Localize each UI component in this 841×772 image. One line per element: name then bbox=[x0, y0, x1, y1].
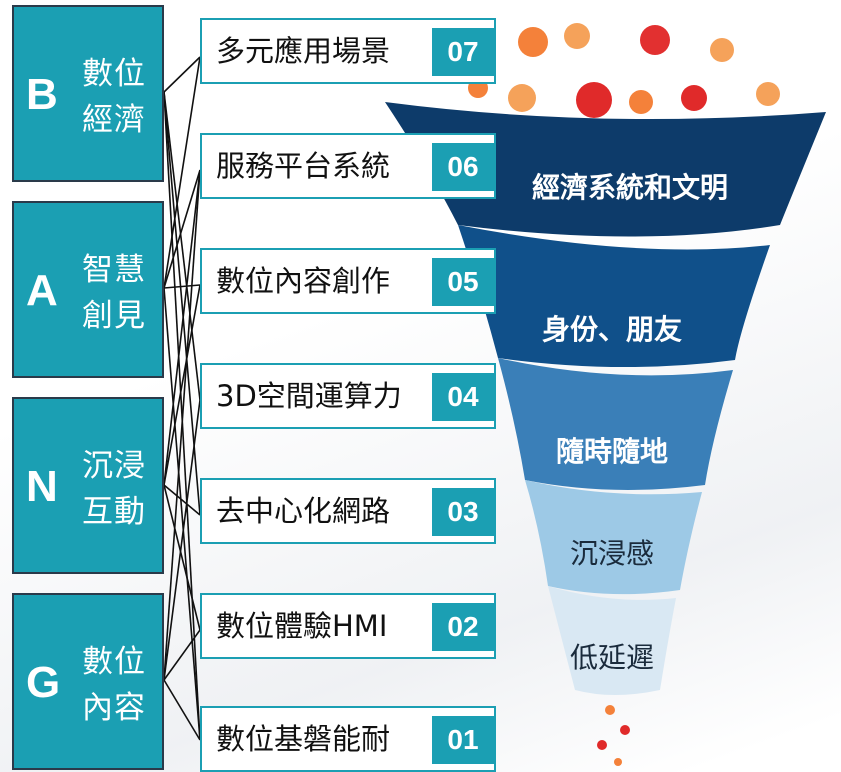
connector-line bbox=[163, 287, 201, 741]
dot-orange bbox=[629, 90, 653, 114]
dot-orange bbox=[756, 82, 780, 106]
category-box-a: A 智慧創見 bbox=[12, 201, 164, 378]
dot-red bbox=[576, 82, 612, 118]
connector-line bbox=[163, 399, 201, 681]
category-letter: A bbox=[26, 266, 58, 315]
dot-orange bbox=[614, 758, 622, 766]
connector-line bbox=[163, 484, 201, 631]
item-label: 服務平台系統 bbox=[216, 149, 391, 183]
item-box-04: 3D空間運算力 04 bbox=[200, 363, 496, 429]
connector-line bbox=[163, 56, 201, 289]
dot-orange bbox=[605, 705, 615, 715]
funnel-label-latency: 低延遲 bbox=[569, 641, 654, 674]
dot-red bbox=[681, 85, 707, 111]
funnel-layer-3 bbox=[498, 358, 733, 490]
item-box-01: 數位基磐能耐 01 bbox=[200, 706, 496, 772]
connector-line bbox=[163, 56, 201, 93]
connector-line bbox=[163, 679, 201, 741]
item-number: 05 bbox=[432, 258, 494, 306]
category-letter: G bbox=[26, 658, 61, 707]
connector-line bbox=[163, 629, 201, 681]
dot-red bbox=[597, 740, 607, 750]
item-label: 多元應用場景 bbox=[216, 34, 391, 68]
funnel-layer-4 bbox=[525, 480, 702, 595]
funnel-label-economy: 經濟系統和文明 bbox=[531, 171, 728, 204]
category-box-g: G 數位內容 bbox=[12, 593, 164, 770]
item-box-06: 服務平台系統 06 bbox=[200, 133, 496, 199]
category-letter: N bbox=[26, 462, 58, 511]
item-number: 06 bbox=[432, 143, 494, 191]
item-box-07: 多元應用場景 07 bbox=[200, 18, 496, 84]
funnel-layer-5 bbox=[548, 586, 676, 695]
dot-orange bbox=[518, 27, 548, 57]
funnel-label-identity: 身份、朋友 bbox=[541, 313, 682, 346]
connector-line bbox=[163, 91, 201, 401]
item-number: 04 bbox=[432, 373, 494, 421]
category-box-n: N 沉浸互動 bbox=[12, 397, 164, 574]
category-name: 數位內容 bbox=[82, 644, 146, 726]
item-box-02: 數位體驗HMI 02 bbox=[200, 593, 496, 659]
item-label: 數位基磐能耐 bbox=[216, 722, 391, 756]
item-number: 01 bbox=[432, 716, 494, 764]
item-label: 3D空間運算力 bbox=[216, 379, 402, 413]
item-box-03: 去中心化網路 03 bbox=[200, 478, 496, 544]
item-label: 去中心化網路 bbox=[216, 494, 391, 528]
item-box-05: 數位內容創作 05 bbox=[200, 248, 496, 314]
category-letter: B bbox=[26, 70, 58, 119]
funnel-label-immersion: 沉浸感 bbox=[569, 537, 654, 570]
connector-line bbox=[163, 169, 201, 289]
connector-line bbox=[163, 169, 201, 681]
connector-line bbox=[163, 284, 201, 486]
category-box-b: B 數位經濟 bbox=[12, 5, 164, 182]
funnel-dots bbox=[468, 23, 780, 766]
item-label: 數位體驗HMI bbox=[216, 609, 388, 643]
item-label: 數位內容創作 bbox=[216, 264, 391, 298]
connector-line bbox=[163, 169, 201, 486]
item-number: 03 bbox=[432, 488, 494, 536]
dot-orange bbox=[710, 38, 734, 62]
funnel-label-anytime: 隨時隨地 bbox=[555, 435, 668, 468]
category-name: 數位經濟 bbox=[82, 56, 146, 138]
dot-orange bbox=[564, 23, 590, 49]
category-name: 智慧創見 bbox=[82, 252, 146, 334]
category-name: 沉浸互動 bbox=[82, 448, 146, 530]
dot-red bbox=[640, 25, 670, 55]
funnel-layer-2 bbox=[458, 225, 770, 368]
connector-line bbox=[163, 484, 201, 516]
item-number: 07 bbox=[432, 28, 494, 76]
item-number: 02 bbox=[432, 603, 494, 651]
connector-line bbox=[163, 284, 201, 289]
dot-orange bbox=[508, 84, 536, 112]
dot-red bbox=[620, 725, 630, 735]
